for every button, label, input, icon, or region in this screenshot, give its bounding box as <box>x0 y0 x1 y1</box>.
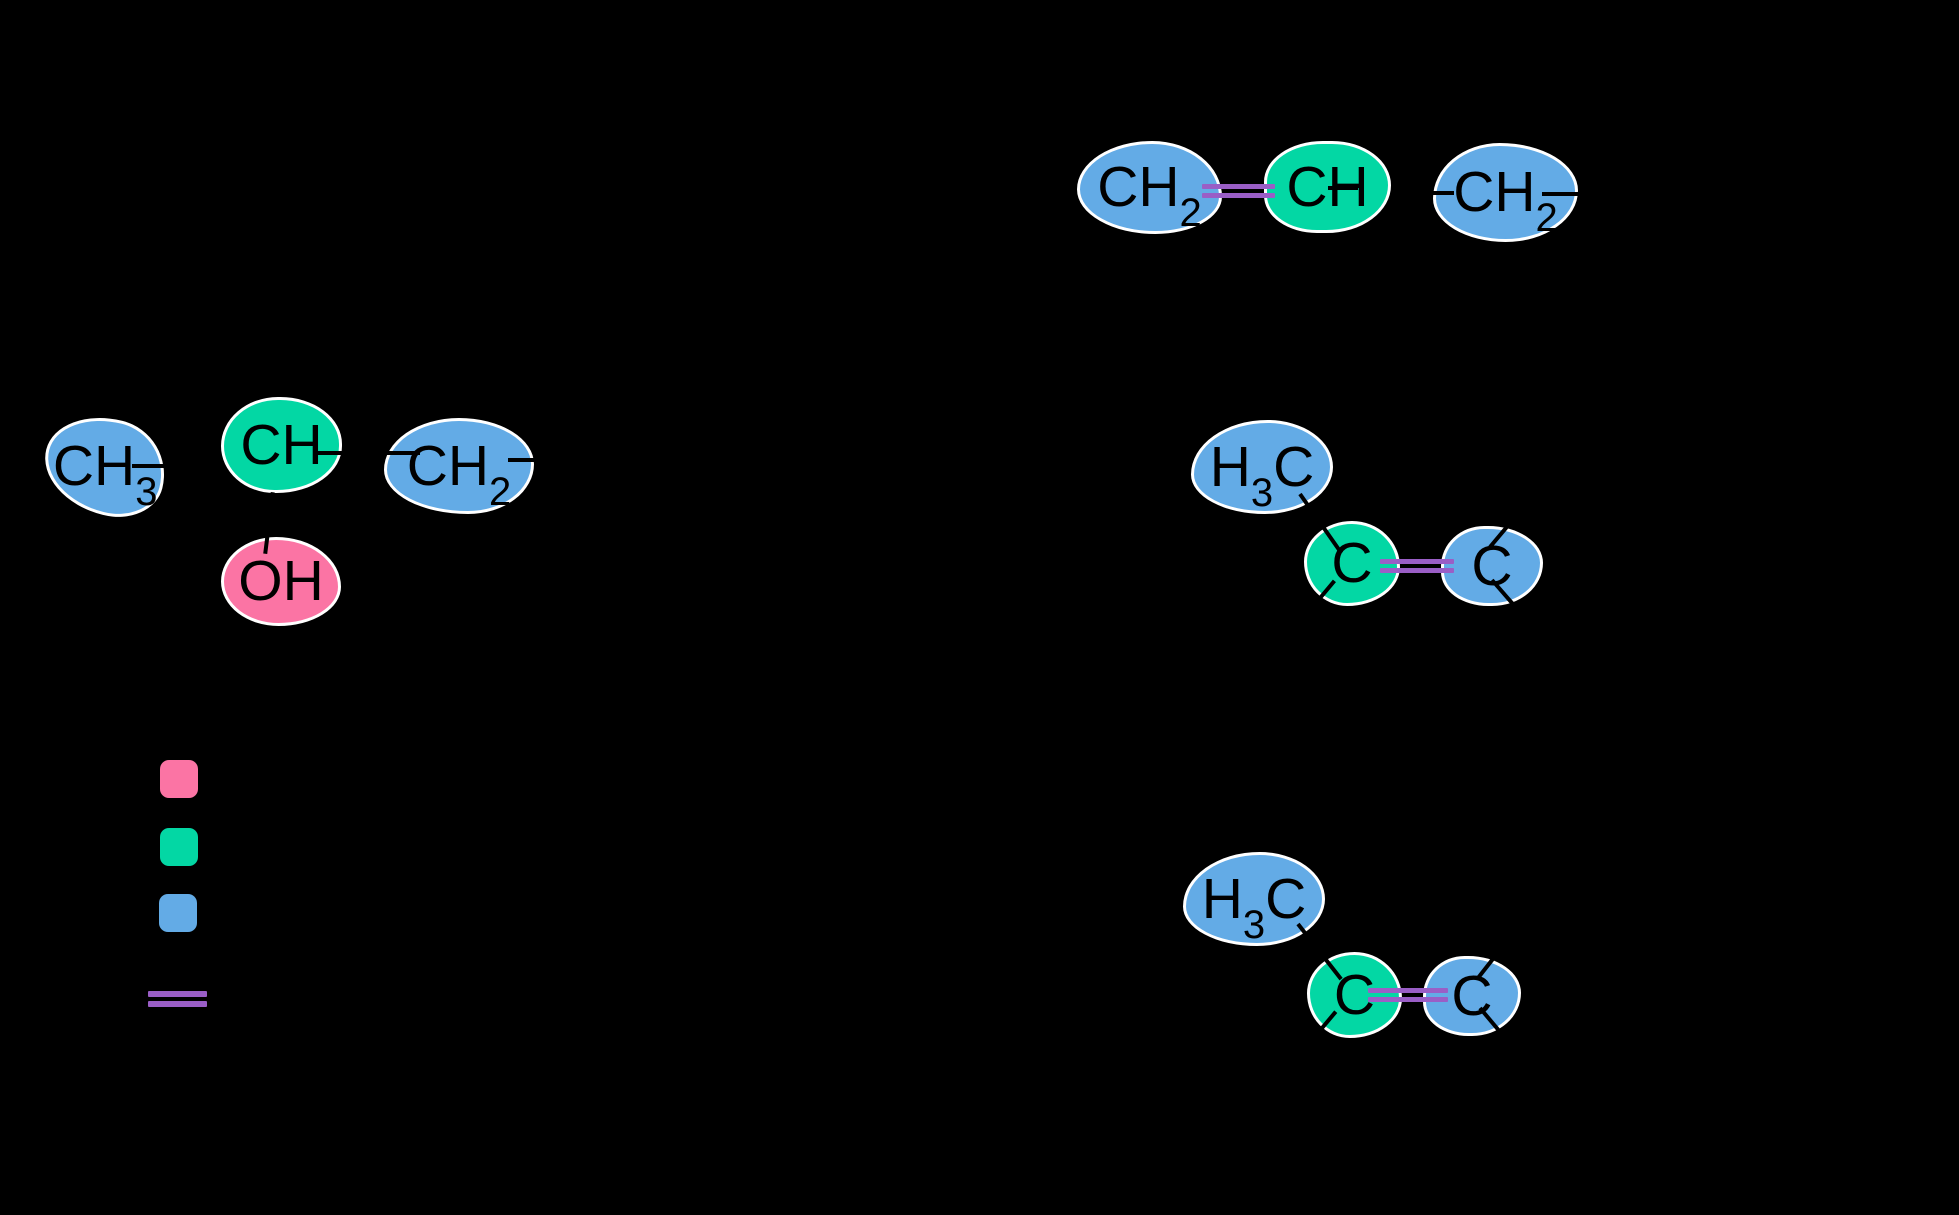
atom-main-text: OH <box>238 549 324 613</box>
atom-label: OH <box>238 553 324 610</box>
atom-blob-ch: CH <box>1264 141 1391 233</box>
atom-blob-ch2: CH2 <box>384 418 534 514</box>
atom-main-text: CH <box>240 412 323 477</box>
single-bond <box>1328 186 1358 190</box>
atom-subscript: 3 <box>135 469 158 514</box>
atom-main-text: H <box>1201 866 1243 931</box>
atom-blob-ch: CH <box>221 397 342 493</box>
atom-main-text: C <box>1265 866 1307 931</box>
atom-label: CH2 <box>1453 164 1558 239</box>
atom-blob-c: C <box>1441 526 1543 606</box>
single-bond <box>1428 191 1454 195</box>
legend-double-bond-swatch <box>148 991 207 1007</box>
single-bond <box>386 451 420 455</box>
atom-blob-h3c: H3C <box>1191 420 1333 514</box>
single-bond <box>1542 192 1582 196</box>
atom-label: H3C <box>1202 870 1307 945</box>
atom-main-text: H <box>1209 434 1251 499</box>
double-bond <box>1368 988 1448 1002</box>
single-bond <box>132 464 170 468</box>
legend-blue-swatch <box>159 894 197 932</box>
double-bond <box>1202 184 1275 198</box>
atom-label: H3C <box>1210 438 1315 513</box>
atom-subscript: 2 <box>1179 191 1202 235</box>
atom-main-text: CH <box>406 433 490 498</box>
atom-subscript: 2 <box>1535 196 1558 240</box>
atom-subscript: 3 <box>1242 902 1266 947</box>
atom-blob-oh: OH <box>221 537 341 626</box>
atom-main-text: CH <box>1453 160 1536 224</box>
single-bond <box>508 458 538 462</box>
double-bond <box>1380 559 1454 573</box>
atom-main-text: C <box>1273 434 1315 499</box>
atom-blob-ch2: CH2 <box>1077 141 1222 234</box>
atom-blob-c: C <box>1423 956 1521 1036</box>
atom-main-text: C <box>1331 531 1373 595</box>
legend-pink-swatch <box>160 760 198 798</box>
legend-green-swatch <box>160 828 198 866</box>
atom-label: CH <box>240 416 322 474</box>
atom-label: CH2 <box>1097 159 1202 234</box>
atom-subscript: 3 <box>1250 470 1274 515</box>
atom-main-text: CH <box>52 433 136 498</box>
atom-label: C <box>1331 535 1372 592</box>
atom-main-text: CH <box>1097 155 1180 219</box>
single-bond <box>318 451 354 455</box>
atom-label: CH2 <box>407 437 512 512</box>
atom-subscript: 2 <box>489 469 512 514</box>
